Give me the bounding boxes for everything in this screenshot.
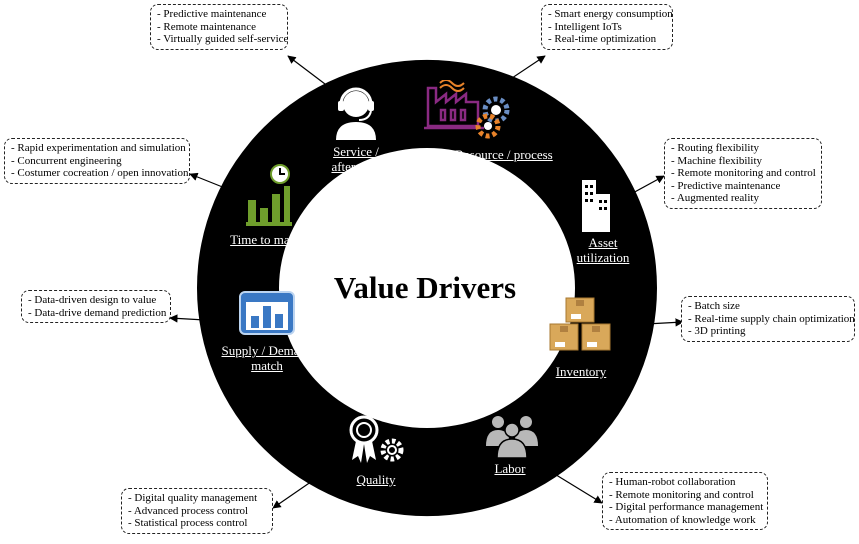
headset-person-icon bbox=[336, 87, 376, 140]
arrow-asset bbox=[619, 175, 665, 201]
list-item: Remote monitoring and control bbox=[609, 489, 761, 502]
diagram-title: Value Drivers bbox=[333, 270, 517, 305]
list-item: Batch size bbox=[688, 300, 848, 313]
building-icon bbox=[582, 180, 610, 232]
arrow-supply bbox=[169, 314, 206, 323]
list-item: Statistical process control bbox=[128, 517, 266, 530]
list-item: Digital quality management bbox=[128, 492, 266, 505]
driver-label-supply: Supply / Demand match bbox=[221, 343, 313, 373]
list-item: Routing flexibility bbox=[671, 142, 815, 155]
driver-label-asset: Asset utilization bbox=[576, 235, 630, 265]
callout-service: Predictive maintenance Remote maintenanc… bbox=[150, 4, 288, 50]
list-item: Costumer cocreation / open innovation bbox=[11, 167, 188, 180]
people-group-icon bbox=[486, 416, 538, 458]
list-item: 3D printing bbox=[688, 325, 848, 338]
list-item: Digital performance management bbox=[609, 501, 763, 514]
list-item: Predictive maintenance bbox=[157, 8, 281, 21]
callout-resource: Smart energy consumption Intelligent IoT… bbox=[541, 4, 673, 50]
bar-window-icon bbox=[239, 291, 295, 335]
driver-label-service: Service / aftersales bbox=[331, 144, 381, 174]
arrow-inventory bbox=[645, 318, 684, 327]
list-item: Remote monitoring and control bbox=[671, 167, 815, 180]
list-item: Real-time optimization bbox=[548, 33, 666, 46]
factory-gears-icon bbox=[424, 80, 510, 139]
boxes-icon bbox=[549, 297, 611, 351]
list-item: Intelligent IoTs bbox=[548, 21, 666, 34]
arrow-resource bbox=[499, 55, 546, 87]
driver-label-time: Time to market bbox=[230, 232, 310, 247]
award-gear-icon bbox=[349, 415, 404, 463]
arrow-service bbox=[287, 55, 326, 85]
list-item: Automation of knowledge work bbox=[609, 514, 761, 527]
callout-labor: Human-robot collaboration Remote monitor… bbox=[602, 472, 768, 531]
list-item: Concurrent engineering bbox=[11, 155, 183, 168]
clock-chart-icon bbox=[246, 164, 292, 226]
callout-asset: Routing flexibility Machine flexibility … bbox=[664, 138, 822, 209]
arrow-quality bbox=[272, 476, 319, 509]
list-item: Human-robot collaboration bbox=[609, 476, 761, 489]
driver-label-labor: Labor bbox=[494, 461, 526, 476]
list-item: Predictive maintenance bbox=[671, 180, 815, 193]
callout-quality: Digital quality management Advanced proc… bbox=[121, 488, 273, 534]
ring-shape bbox=[196, 59, 657, 517]
driver-label-inventory: Inventory bbox=[555, 364, 607, 379]
list-item: Smart energy consumption bbox=[548, 8, 672, 21]
driver-label-resource: Resource / process bbox=[455, 147, 553, 162]
list-item: Data-driven design to value bbox=[28, 294, 164, 307]
callout-supply: Data-driven design to value Data-drive d… bbox=[21, 290, 171, 324]
arrow-time bbox=[189, 172, 231, 191]
list-item: Virtually guided self-service bbox=[157, 33, 288, 46]
list-item: Augmented reality bbox=[671, 192, 815, 205]
callout-time: Rapid experimentation and simulation Con… bbox=[4, 138, 190, 184]
list-item: Rapid experimentation and simulation bbox=[11, 142, 185, 155]
list-item: Machine flexibility bbox=[671, 155, 815, 168]
driver-label-quality: Quality bbox=[356, 472, 396, 487]
list-item: Advanced process control bbox=[128, 505, 266, 518]
callout-inventory: Batch size Real-time supply chain optimi… bbox=[681, 296, 855, 342]
list-item: Real-time supply chain optimization bbox=[688, 313, 854, 326]
list-item: Data-drive demand prediction bbox=[28, 307, 166, 320]
list-item: Remote maintenance bbox=[157, 21, 281, 34]
arrow-labor bbox=[552, 472, 603, 504]
